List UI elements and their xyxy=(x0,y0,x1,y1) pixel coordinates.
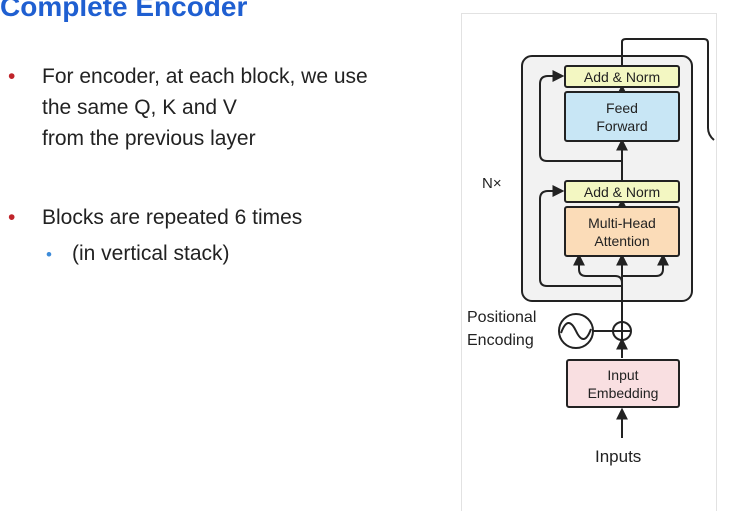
input-embedding-box: Input Embedding xyxy=(566,359,680,408)
add-norm-top-box: Add & Norm xyxy=(564,65,680,88)
add-norm-bottom-label: Add & Norm xyxy=(583,183,661,200)
sub-bullet-dot: • xyxy=(46,245,52,264)
residual-upper xyxy=(539,70,622,162)
bullet-1-line-3: from the previous layer xyxy=(42,127,256,150)
positional-label-2: Encoding xyxy=(467,332,534,349)
embedding-label-1: Input xyxy=(607,366,639,383)
feed-forward-label-1: Feed xyxy=(606,99,638,116)
nx-label: N× xyxy=(482,175,502,192)
add-norm-top-label: Add & Norm xyxy=(583,68,661,85)
multi-head-label-2: Attention xyxy=(594,232,650,249)
figure-frame xyxy=(461,13,717,511)
slide-title: Complete Encoder xyxy=(0,0,248,22)
embedding-label-2: Embedding xyxy=(587,384,659,401)
bullet-1-line-1: For encoder, at each block, we use xyxy=(42,65,368,88)
positional-label-1: Positional xyxy=(467,309,537,326)
feed-forward-box: Feed Forward xyxy=(564,91,680,142)
bullet-2-line-1: Blocks are repeated 6 times xyxy=(42,206,303,229)
output-connector xyxy=(621,38,715,141)
feed-forward-label-2: Forward xyxy=(596,117,648,134)
qkv-split xyxy=(578,260,664,284)
sine-wave xyxy=(560,322,592,340)
bullet-dot: • xyxy=(8,65,16,88)
multi-head-label-1: Multi-Head xyxy=(588,214,656,231)
residual-lower xyxy=(539,185,622,287)
bullet-1-line-2: the same Q, K and V xyxy=(42,96,237,119)
inputs-label: Inputs xyxy=(595,447,642,466)
bullet-dot: • xyxy=(8,206,16,229)
add-norm-bottom-box: Add & Norm xyxy=(564,180,680,203)
sub-bullet-text: (in vertical stack) xyxy=(72,242,230,265)
multi-head-attention-box: Multi-Head Attention xyxy=(564,206,680,257)
